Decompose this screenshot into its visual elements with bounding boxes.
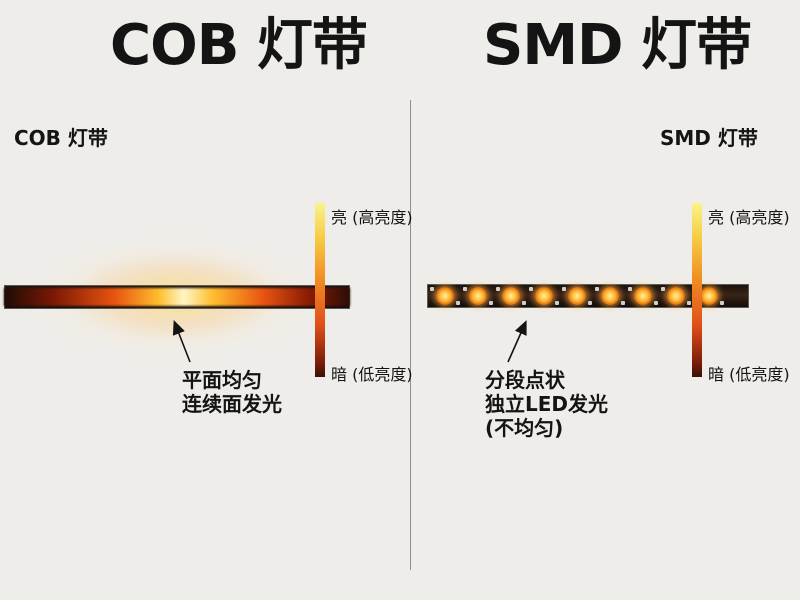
smd-panel-label: SMD 灯带 xyxy=(660,126,758,150)
cob-arrow xyxy=(172,320,191,363)
smd-resistor-chip xyxy=(687,301,691,305)
smd-led-dot xyxy=(700,287,718,305)
cob-brightness-scale xyxy=(315,203,325,377)
smd-resistor-chip xyxy=(654,301,658,305)
cob-scale-bottom-label: 暗 (低亮度) xyxy=(331,365,413,384)
smd-resistor-chip xyxy=(555,301,559,305)
cob-title: COB 灯带 xyxy=(110,13,368,78)
smd-resistor-chip xyxy=(463,287,467,291)
smd-note-line-1: 分段点状 xyxy=(485,368,565,392)
cob-light-band xyxy=(4,288,350,306)
smd-resistor-chip xyxy=(496,287,500,291)
smd-resistor-chip xyxy=(562,287,566,291)
smd-scale-top-label: 亮 (高亮度) xyxy=(708,208,790,227)
smd-led-dot xyxy=(436,287,454,305)
cob-note-line-1: 平面均匀 xyxy=(182,368,262,392)
smd-resistor-chip xyxy=(522,301,526,305)
smd-resistor-chip xyxy=(529,287,533,291)
smd-brightness-scale xyxy=(692,203,702,377)
cob-note-line-2: 连续面发光 xyxy=(182,392,282,416)
smd-resistor-chip xyxy=(595,287,599,291)
smd-led-dot xyxy=(502,287,520,305)
smd-led-dot xyxy=(634,287,652,305)
smd-resistor-chip xyxy=(456,301,460,305)
smd-led-dot xyxy=(535,287,553,305)
smd-led-dot xyxy=(601,287,619,305)
smd-led-dot xyxy=(568,287,586,305)
smd-resistor-chip xyxy=(489,301,493,305)
smd-resistor-chip xyxy=(430,287,434,291)
smd-led-dot xyxy=(469,287,487,305)
smd-led-dot xyxy=(667,287,685,305)
smd-note-line-2: 独立LED发光 xyxy=(485,392,609,416)
smd-note: 分段点状 独立LED发光 (不均匀) xyxy=(485,368,608,440)
smd-title: SMD 灯带 xyxy=(483,13,752,78)
smd-note-line-3: (不均匀) xyxy=(485,416,564,440)
cob-panel-label: COB 灯带 xyxy=(14,126,108,150)
smd-scale-bottom-label: 暗 (低亮度) xyxy=(708,365,790,384)
smd-resistor-chip xyxy=(628,287,632,291)
smd-resistor-chip xyxy=(621,301,625,305)
smd-resistor-chip xyxy=(661,287,665,291)
cob-scale-top-label: 亮 (高亮度) xyxy=(331,208,413,227)
center-divider xyxy=(410,100,411,570)
smd-arrow xyxy=(507,320,527,363)
cob-note: 平面均匀 连续面发光 xyxy=(182,368,282,416)
smd-resistor-chip xyxy=(588,301,592,305)
smd-resistor-chip xyxy=(720,301,724,305)
